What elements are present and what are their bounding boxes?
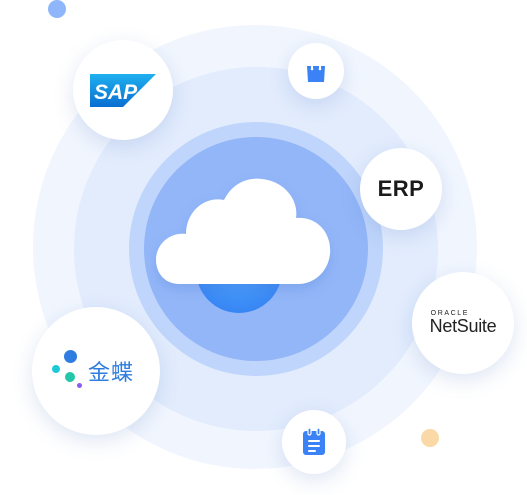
sap-logo-icon: SAP bbox=[90, 73, 156, 107]
oracle-label: ORACLE bbox=[430, 309, 470, 317]
netsuite-label: NetSuite bbox=[429, 315, 497, 336]
sap-label: SAP bbox=[94, 81, 138, 104]
sap-node[interactable]: SAP bbox=[73, 40, 173, 140]
cloud-icon bbox=[156, 178, 331, 284]
kingdee-label: 金蝶 bbox=[87, 360, 134, 385]
kingdee-dots-logo-icon bbox=[51, 346, 82, 396]
shop-node[interactable] bbox=[288, 43, 344, 99]
decorative-dot-yellow bbox=[421, 429, 439, 447]
shopping-bag-icon bbox=[307, 59, 325, 82]
notes-node[interactable] bbox=[282, 410, 346, 474]
decorative-dot-blue bbox=[48, 0, 66, 18]
clipboard-icon bbox=[303, 428, 325, 455]
erp-node[interactable]: ERP bbox=[360, 148, 442, 230]
netsuite-node[interactable]: ORACLE NetSuite bbox=[412, 272, 514, 374]
kingdee-node[interactable]: 金蝶 bbox=[32, 307, 160, 435]
erp-label: ERP bbox=[377, 176, 425, 201]
